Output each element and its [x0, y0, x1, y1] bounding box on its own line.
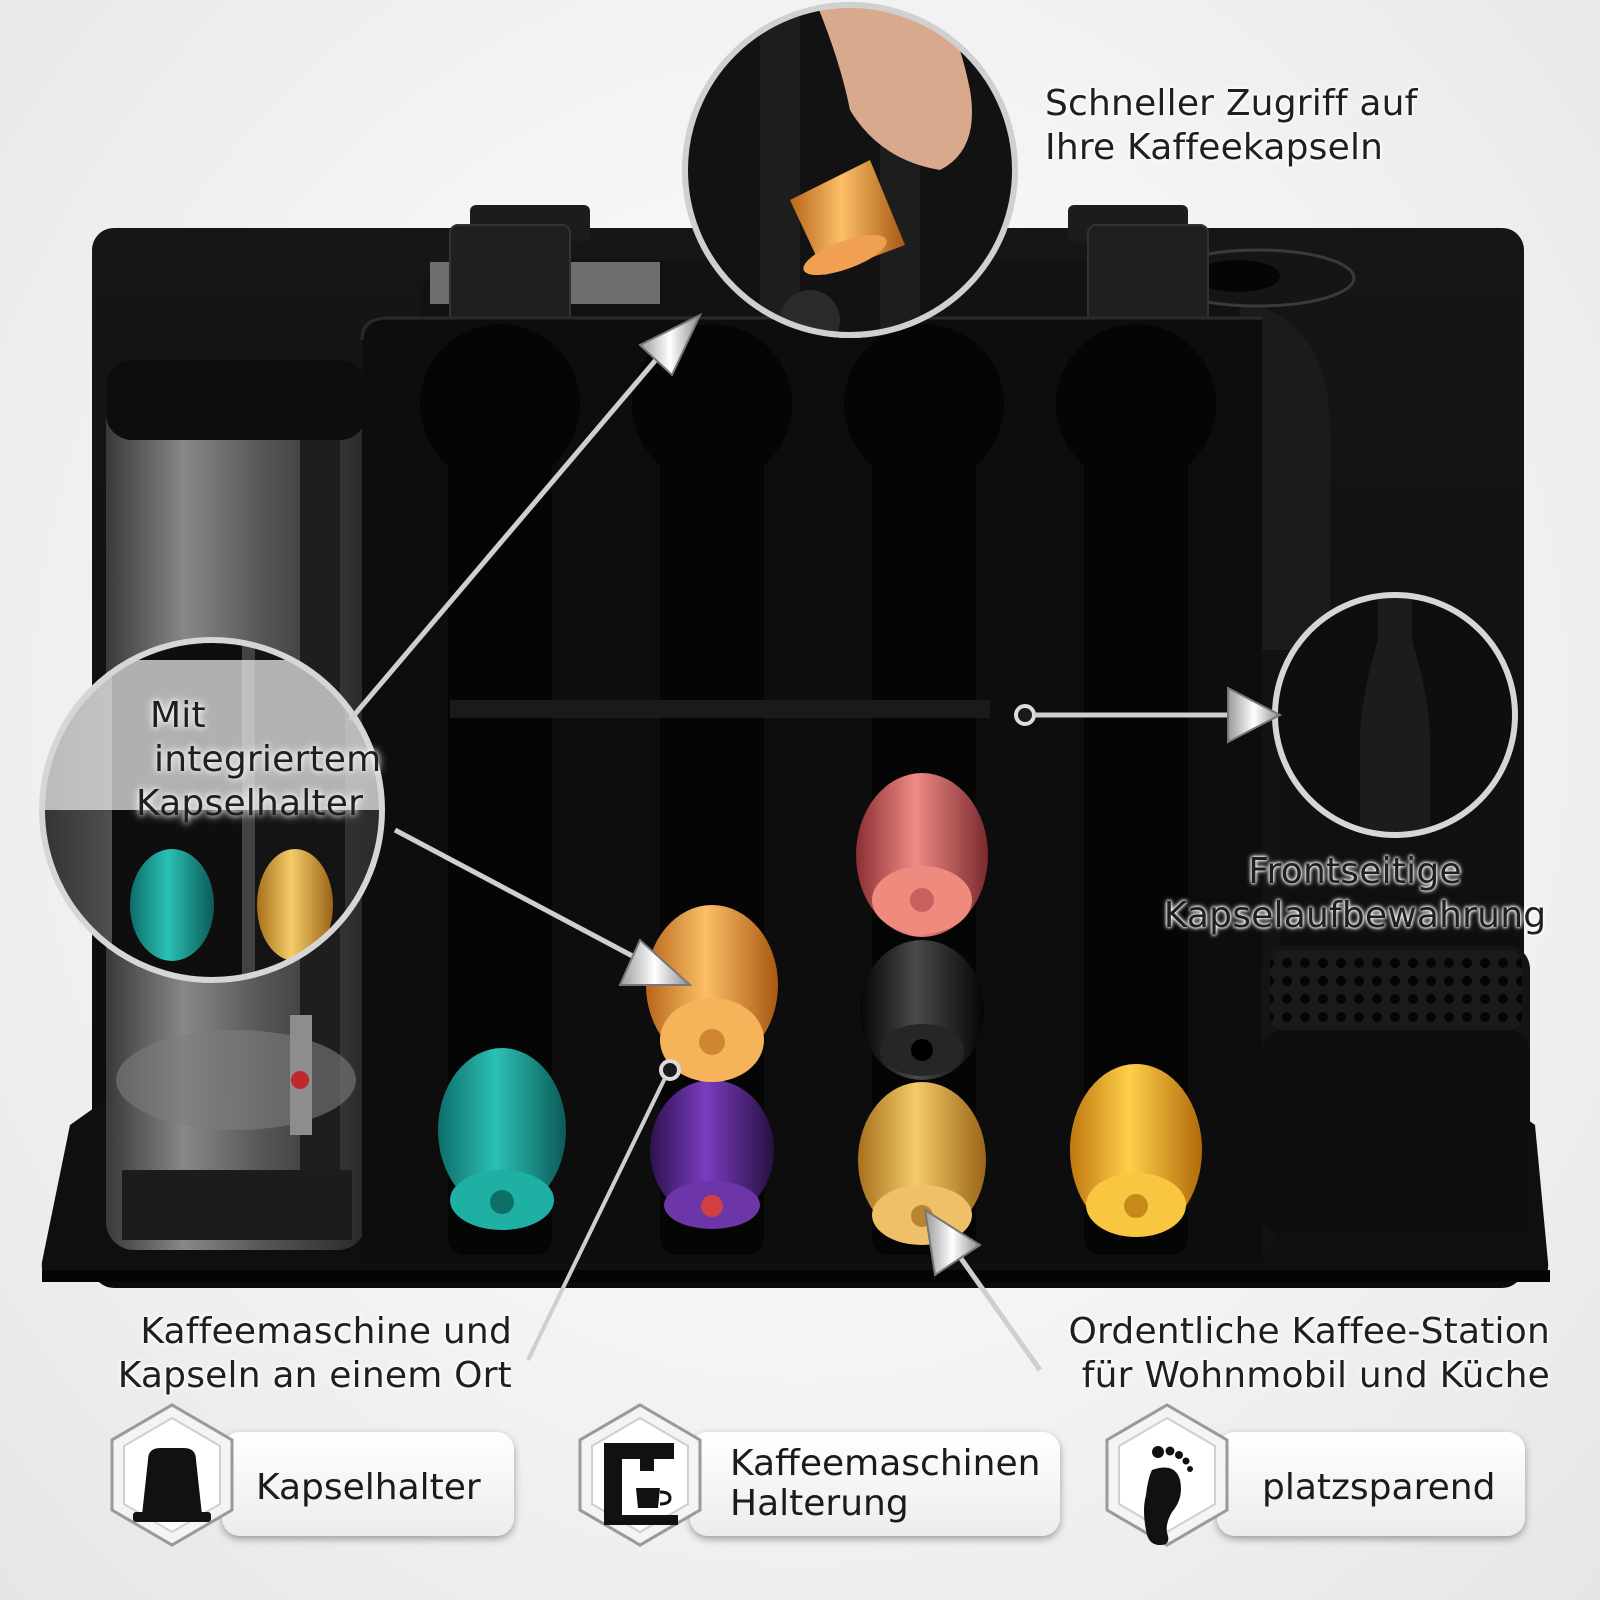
callout-integrated-holder: Mit integriertem Kapselhalter	[136, 695, 382, 824]
capsule-holder-panel	[362, 318, 1262, 1262]
feature-chip-space-saving	[1217, 1432, 1525, 1536]
arrow-to-top-zoom	[348, 312, 703, 722]
capsule-orange	[646, 905, 778, 1082]
capsule-red	[856, 773, 988, 937]
capsule-black	[860, 940, 984, 1080]
zoom-circle-right	[1272, 592, 1518, 838]
feature-label-machine-mount: Kaffeemaschinen Halterung	[730, 1443, 1041, 1524]
feature-label-capsule-holder: Kapselhalter	[256, 1467, 481, 1508]
zoom-circle-left	[39, 637, 385, 983]
arrow-to-gold-capsule	[923, 1207, 1043, 1372]
callout-station: Ordentliche Kaffee-Station für Wohnmobil…	[1068, 1311, 1550, 1396]
callout-quick-access: Schneller Zugriff auf Ihre Kaffeekapseln	[1045, 83, 1418, 168]
zoom-circle-top	[682, 2, 1018, 338]
capsule-teal	[438, 1048, 566, 1230]
feature-label-space-saving: platzsparend	[1262, 1467, 1496, 1508]
capsule-yellow	[1070, 1064, 1202, 1237]
feature-chip-machine-mount	[690, 1432, 1060, 1536]
callout-front-storage: Frontseitige Kapselaufbewahrung	[1163, 851, 1547, 936]
pointer-to-orange-capsule	[526, 1059, 681, 1361]
callout-machine-and-capsules: Kaffeemaschine und Kapseln an einem Ort	[117, 1311, 512, 1396]
arrow-to-right-zoom	[1014, 686, 1283, 744]
feature-chip-capsule-holder	[222, 1432, 514, 1536]
capsule-gold	[858, 1082, 986, 1245]
capsule-purple	[650, 1080, 774, 1229]
arrow-to-orange-capsule	[393, 827, 693, 986]
